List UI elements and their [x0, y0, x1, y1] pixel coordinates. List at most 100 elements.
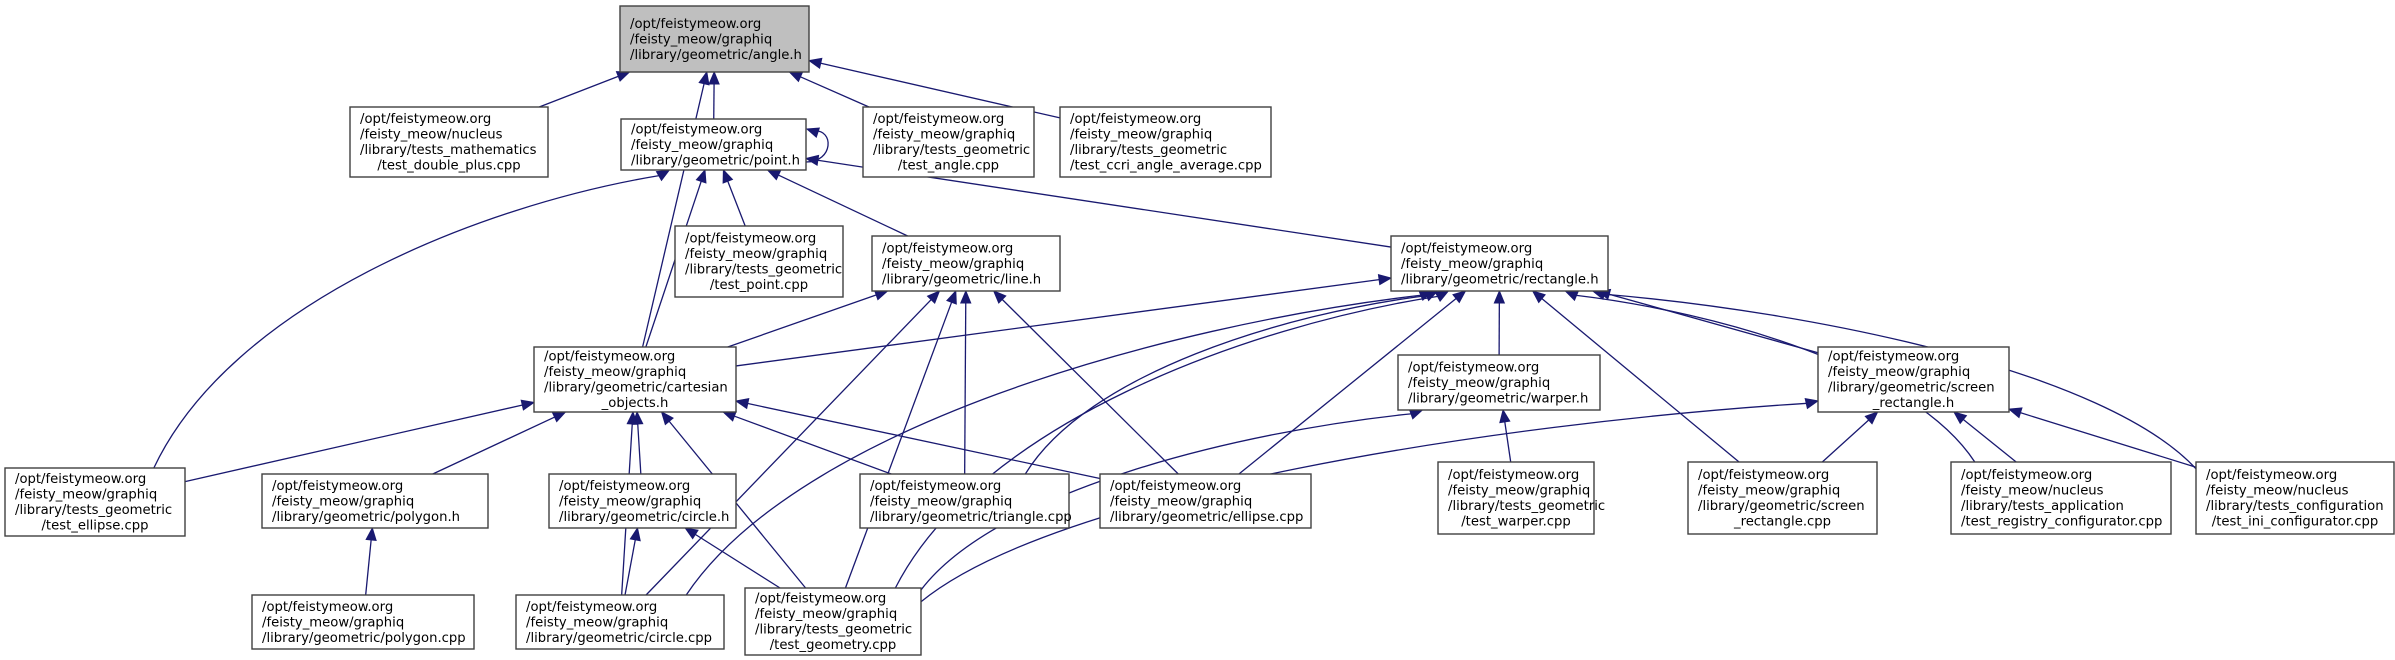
node-test-ellipse[interactable]: /opt/feistymeow.org/feisty_meow/graphiq/…: [4, 467, 186, 537]
edge-line: [746, 402, 1101, 480]
arrowhead-icon: [708, 70, 720, 85]
edge-test-geometry-to-line-h: [844, 289, 957, 589]
node-box: [871, 235, 1061, 292]
node-test-warper[interactable]: /opt/feistymeow.org/feisty_meow/graphiq/…: [1437, 461, 1605, 535]
node-test-ini[interactable]: /opt/feistymeow.org/feisty_meow/nucleus/…: [2195, 461, 2395, 535]
edge-line: [1238, 297, 1458, 475]
node-label-line: /feisty_meow/graphiq: [1828, 365, 1970, 380]
edge-triangle-cpp-to-cartesian-h: [721, 410, 892, 475]
node-box: [1687, 461, 1878, 535]
edge-screen-rectangle-cpp-to-rectangle-h: [1531, 290, 1740, 463]
node-circle-cpp[interactable]: /opt/feistymeow.org/feisty_meow/graphiq/…: [515, 594, 725, 650]
edge-test-ellipse-to-point-h: [153, 169, 671, 469]
node-polygon-h[interactable]: /opt/feistymeow.org/feisty_meow/graphiq/…: [261, 473, 489, 529]
edge-line: [645, 298, 933, 596]
arrowhead-icon: [959, 289, 972, 304]
edge-test-geometry-to-screen-rectangle-h: [920, 398, 1820, 603]
edge-test-double-plus-to-angle-h: [538, 71, 631, 108]
edge-cartesian-h-to-point-h: [645, 168, 707, 348]
node-label-line: /opt/feistymeow.org: [559, 479, 690, 494]
node-label-line: _objects.h: [601, 396, 669, 411]
edge-line: [432, 416, 556, 475]
node-test-point[interactable]: /opt/feistymeow.org/feisty_meow/graphiq/…: [674, 225, 844, 298]
node-label-line: /library/tests_geometric: [685, 263, 842, 278]
node-screen-rectangle-h[interactable]: /opt/feistymeow.org/feisty_meow/graphiq/…: [1817, 346, 2010, 413]
edge-line: [1504, 420, 1512, 463]
edge-test-angle-to-angle-h: [788, 71, 870, 108]
edge-ellipse-cpp-to-line-h: [992, 290, 1179, 475]
node-test-ccri[interactable]: /opt/feistymeow.org/feisty_meow/graphiq/…: [1059, 106, 1272, 178]
node-label-line: /feisty_meow/nucleus: [1961, 484, 2104, 499]
node-rectangle-h[interactable]: /opt/feistymeow.org/feisty_meow/graphiq/…: [1390, 235, 1609, 292]
edge-line: [668, 420, 807, 589]
node-box: [1817, 346, 2010, 413]
node-box: [1397, 354, 1601, 411]
node-label-line: /feisty_meow/graphiq: [870, 494, 1012, 509]
node-label-line: /feisty_meow/graphiq: [630, 32, 772, 47]
node-point-h[interactable]: /opt/feistymeow.org/feisty_meow/graphiq/…: [620, 118, 807, 171]
node-label-line: /feisty_meow/graphiq: [544, 365, 686, 380]
node-polygon-cpp[interactable]: /opt/feistymeow.org/feisty_meow/graphiq/…: [251, 594, 475, 650]
node-label-line: /library/tests_configuration: [2206, 499, 2384, 514]
node-label-line: /library/tests_geometric: [755, 623, 912, 638]
arrowhead-icon: [926, 290, 941, 304]
node-label-line: /feisty_meow/graphiq: [272, 494, 414, 509]
node-screen-rectangle-cpp[interactable]: /opt/feistymeow.org/feisty_meow/graphiq/…: [1687, 461, 1878, 535]
node-label-line: /library/geometric/cartesian: [544, 381, 728, 396]
node-test-registry[interactable]: /opt/feistymeow.org/feisty_meow/nucleus/…: [1950, 461, 2172, 535]
edge-polygon-cpp-to-polygon-h: [365, 526, 377, 596]
node-label-line: /library/geometric/line.h: [882, 272, 1041, 287]
node-label-line: /test_point.cpp: [710, 278, 808, 293]
arrowhead-icon: [551, 411, 567, 423]
node-line-h[interactable]: /opt/feistymeow.org/feisty_meow/graphiq/…: [871, 235, 1061, 292]
arrowhead-icon: [698, 70, 710, 86]
node-test-geometry[interactable]: /opt/feistymeow.org/feisty_meow/graphiq/…: [744, 587, 922, 656]
edge-test-ellipse-to-cartesian-h: [184, 399, 536, 483]
node-cartesian-h[interactable]: /opt/feistymeow.org/feisty_meow/graphiq/…: [533, 346, 737, 413]
edge-line: [735, 278, 1381, 367]
arrowhead-icon: [629, 526, 641, 542]
node-triangle-cpp[interactable]: /opt/feistymeow.org/feisty_meow/graphiq/…: [859, 473, 1072, 529]
node-angle-h[interactable]: /opt/feistymeow.org/feisty_meow/graphiq/…: [619, 5, 810, 73]
node-label-line: /test_registry_configurator.cpp: [1961, 515, 2162, 530]
node-circle-h[interactable]: /opt/feistymeow.org/feisty_meow/graphiq/…: [548, 473, 737, 529]
edge-line: [538, 75, 620, 108]
edge-test-registry-to-screen-rectangle-h: [1952, 411, 2017, 463]
node-label-line: /library/geometric/point.h: [631, 153, 800, 168]
edge-screen-rectangle-h-to-rectangle-h: [1596, 288, 1819, 354]
node-label-line: /library/geometric/warper.h: [1408, 391, 1588, 406]
edge-line: [920, 413, 1413, 591]
edge-line: [365, 538, 372, 596]
node-box: [1059, 106, 1272, 178]
node-warper-h[interactable]: /opt/feistymeow.org/feisty_meow/graphiq/…: [1397, 354, 1601, 411]
edge-line: [637, 422, 642, 475]
arrowhead-icon: [615, 71, 631, 82]
arrowhead-icon: [1864, 411, 1879, 425]
node-box: [548, 473, 737, 529]
node-test-double-plus[interactable]: /opt/feistymeow.org/feisty_meow/nucleus/…: [349, 106, 549, 178]
node-label-line: /test_ellipse.cpp: [41, 519, 148, 534]
arrowhead-icon: [1434, 290, 1450, 302]
node-ellipse-cpp[interactable]: /opt/feistymeow.org/feisty_meow/graphiq/…: [1099, 473, 1312, 529]
arrowhead-icon: [626, 410, 638, 425]
node-label-line: /library/tests_application: [1961, 499, 2124, 514]
node-test-angle[interactable]: /opt/feistymeow.org/feisty_meow/graphiq/…: [862, 106, 1035, 178]
node-label-line: /feisty_meow/graphiq: [15, 488, 157, 503]
node-label-line: /feisty_meow/graphiq: [631, 138, 773, 153]
arrowhead-icon: [807, 57, 823, 69]
node-label-line: /feisty_meow/graphiq: [1408, 376, 1550, 391]
edge-line: [777, 174, 908, 237]
node-label-line: /feisty_meow/graphiq: [685, 247, 827, 262]
node-label-line: /feisty_meow/graphiq: [1448, 484, 1590, 499]
node-label-line: /feisty_meow/graphiq: [1070, 128, 1212, 143]
node-box: [261, 473, 489, 529]
edge-line: [727, 294, 878, 348]
node-label-line: /library/tests_geometric: [15, 503, 172, 518]
node-label-line: /opt/feistymeow.org: [544, 350, 675, 365]
node-box: [2195, 461, 2395, 535]
arrowhead-icon: [766, 169, 782, 181]
edge-line: [1821, 418, 1870, 463]
edge-line: [1024, 294, 1428, 475]
arrowhead-icon: [2007, 407, 2023, 419]
arrowhead-icon: [1952, 411, 1968, 425]
